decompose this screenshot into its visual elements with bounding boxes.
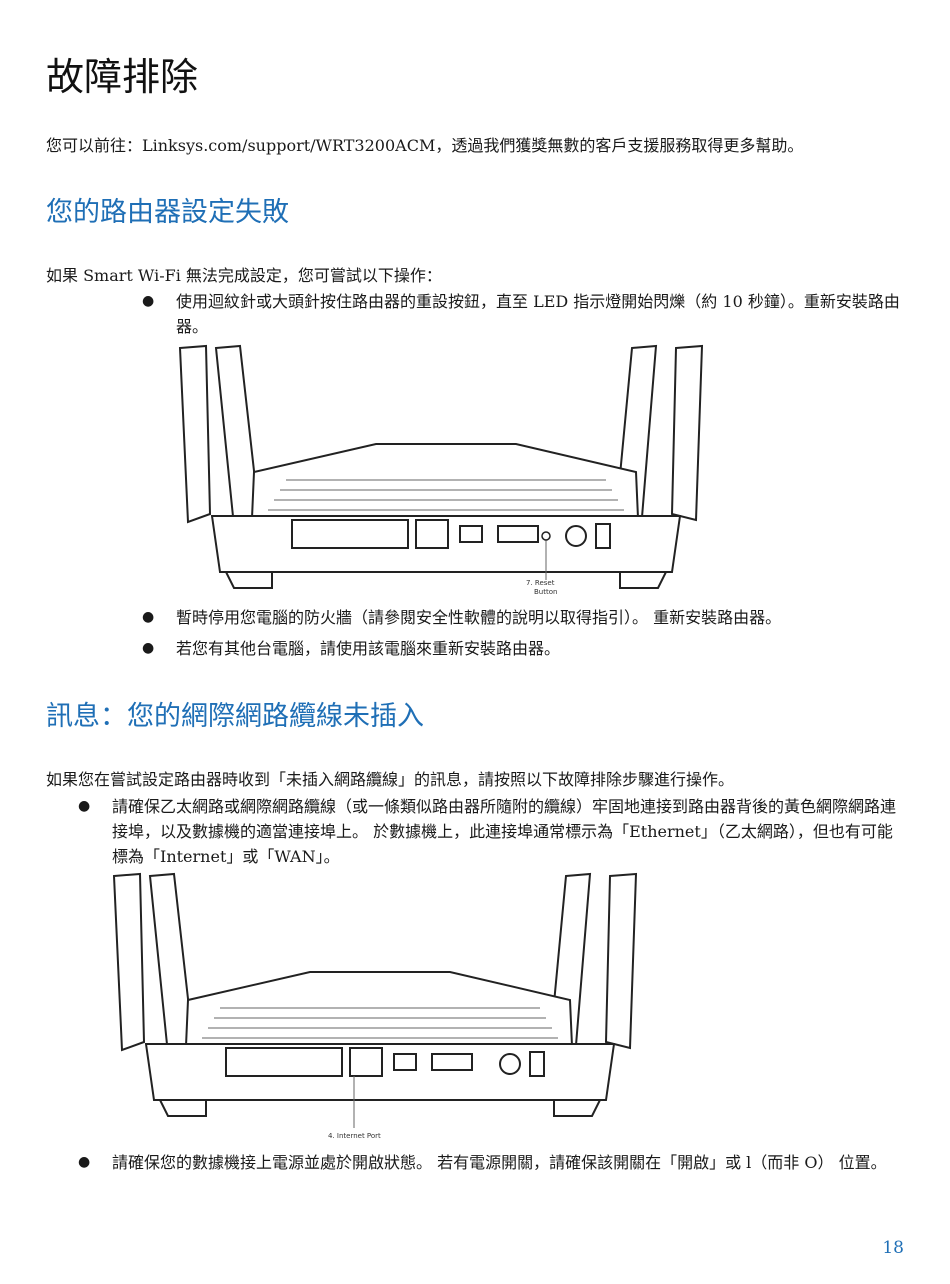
section2-heading: 訊息：您的網際網路纜線未插入: [46, 701, 424, 732]
list-item: ● 若您有其他台電腦，請使用該電腦來重新安裝路由器。: [142, 636, 904, 661]
bullet-icon: ●: [78, 1154, 91, 1170]
section1-lead: 如果 Smart Wi-Fi 無法完成設定，您可嘗試以下操作：: [46, 266, 442, 285]
reset-button-label-2: Button: [534, 588, 557, 596]
bullet-icon: ●: [142, 640, 155, 656]
page-title: 故障排除: [46, 55, 199, 99]
bullet-icon: ●: [78, 798, 91, 814]
list-item: ● 暫時停用您電腦的防火牆（請參閱安全性軟體的說明以取得指引）。 重新安裝路由器…: [142, 605, 904, 630]
list-item: ● 請確保乙太網路或網際網路纜線（或一條類似路由器所隨附的纜線）牢固地連接到路由…: [78, 794, 904, 869]
list-item: ● 使用迴紋針或大頭針按住路由器的重設按鈕，直至 LED 指示燈開始閃爍（約 1…: [142, 289, 904, 339]
router-rear-illustration-internet-port: 4. Internet Port: [112, 872, 638, 1140]
section1-heading: 您的路由器設定失敗: [46, 197, 289, 228]
router-rear-illustration-reset: 7. Reset Button: [178, 344, 704, 596]
section2-lead: 如果您在嘗試設定路由器時收到「未插入網路纜線」的訊息，請按照以下故障排除步驟進行…: [46, 770, 735, 789]
intro-text: 您可以前往：Linksys.com/support/WRT3200ACM，透過我…: [46, 136, 804, 155]
list-item: ● 請確保您的數據機接上電源並處於開啟狀態。 若有電源開關，請確保該開關在「開啟…: [78, 1150, 904, 1175]
bullet-icon: ●: [142, 609, 155, 625]
page-number: 18: [882, 1238, 904, 1258]
internet-port-label: 4. Internet Port: [328, 1132, 381, 1140]
reset-button-label: 7. Reset: [526, 579, 555, 587]
bullet-icon: ●: [142, 293, 155, 309]
